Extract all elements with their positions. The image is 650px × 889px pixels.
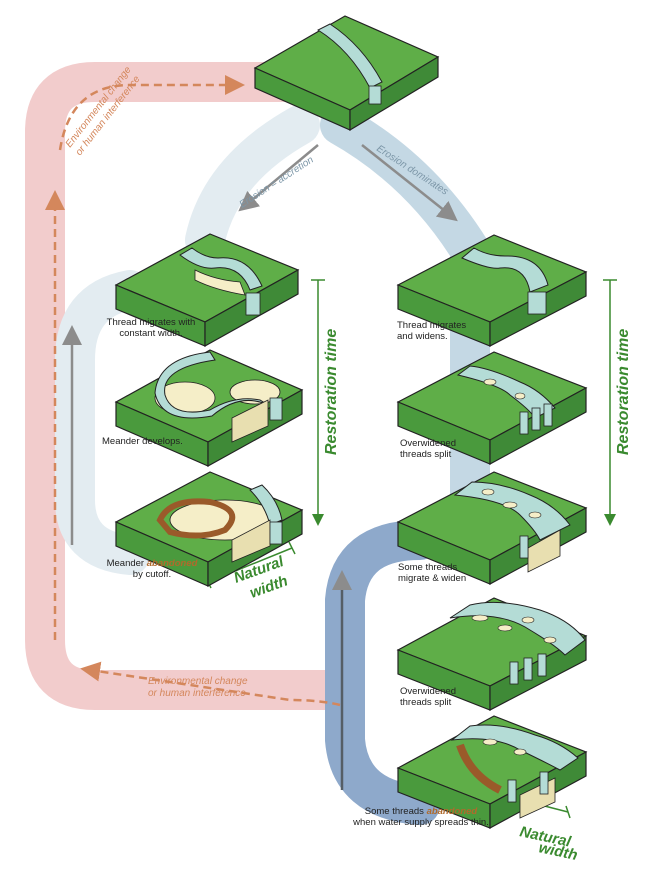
env-label-bottom-1: Environmental change	[148, 676, 248, 687]
caption-right-2-line1: Overwidened	[400, 438, 456, 449]
arrow-erosion-dominates	[361, 144, 458, 222]
env-arrow-top	[58, 75, 245, 151]
caption-right-2-line2: threads split	[400, 449, 452, 460]
right-loop-band	[325, 520, 440, 825]
block-right-3	[396, 471, 588, 586]
left-path-band	[185, 105, 320, 260]
caption-right-3-line2: migrate & widen	[398, 573, 467, 584]
caption-right-4-line2: threads split	[400, 697, 452, 708]
block-right-1	[396, 234, 588, 347]
caption-right-2: Overwidened threads split	[400, 438, 500, 460]
block-left-1	[114, 233, 300, 348]
block-right-5	[396, 715, 588, 830]
left-loop-band	[55, 270, 150, 575]
caption-right-3: Some threads migrate & widen	[398, 562, 498, 584]
caption-right-5: Some threads abandoned when water supply…	[346, 806, 496, 828]
caption-right-4-line1: Overwidened	[400, 686, 456, 697]
environmental-loop-band	[25, 62, 360, 710]
caption-left-3-line2: by cutoff.	[132, 569, 172, 580]
caption-left-1: Thread migrates with constant width.	[96, 317, 206, 339]
left-restoration-label: Restoration time	[323, 329, 340, 455]
caption-left-1-line1: Thread migrates with	[106, 317, 196, 328]
caption-right-1-line1: Thread migrates	[397, 320, 467, 331]
block-left-2	[114, 349, 304, 468]
env-arrow-bottom	[80, 661, 341, 707]
caption-left-3: Meander abandoned by cutoff.	[92, 558, 212, 580]
caption-right-5-line2: when water supply spreads thin.	[353, 817, 489, 828]
right-natural-width-2: width	[537, 839, 579, 864]
block-initial	[253, 15, 440, 132]
block-right-4	[396, 597, 588, 711]
caption-right-3-line1: Some threads	[398, 562, 458, 573]
caption-left-2: Meander develops.	[102, 436, 183, 447]
caption-left-3-pre: Meander	[106, 558, 147, 569]
env-label-bottom-2: or human interference	[148, 688, 246, 699]
arrow-erosion-accretion	[238, 144, 319, 212]
right-restoration-label: Restoration time	[615, 329, 632, 455]
block-right-2	[396, 351, 588, 466]
caption-right-5-pre: Some threads	[364, 806, 427, 817]
caption-right-5-highlight: abandoned	[426, 806, 478, 817]
caption-left-3-highlight: abandoned	[146, 558, 198, 569]
caption-right-4: Overwidened threads split	[400, 686, 500, 708]
caption-right-1: Thread migrates and widens.	[397, 320, 497, 342]
right-path-band	[320, 105, 490, 540]
caption-left-1-line2: constant width.	[119, 328, 183, 339]
block-left-3	[114, 471, 304, 588]
caption-right-1-line2: and widens.	[397, 331, 448, 342]
